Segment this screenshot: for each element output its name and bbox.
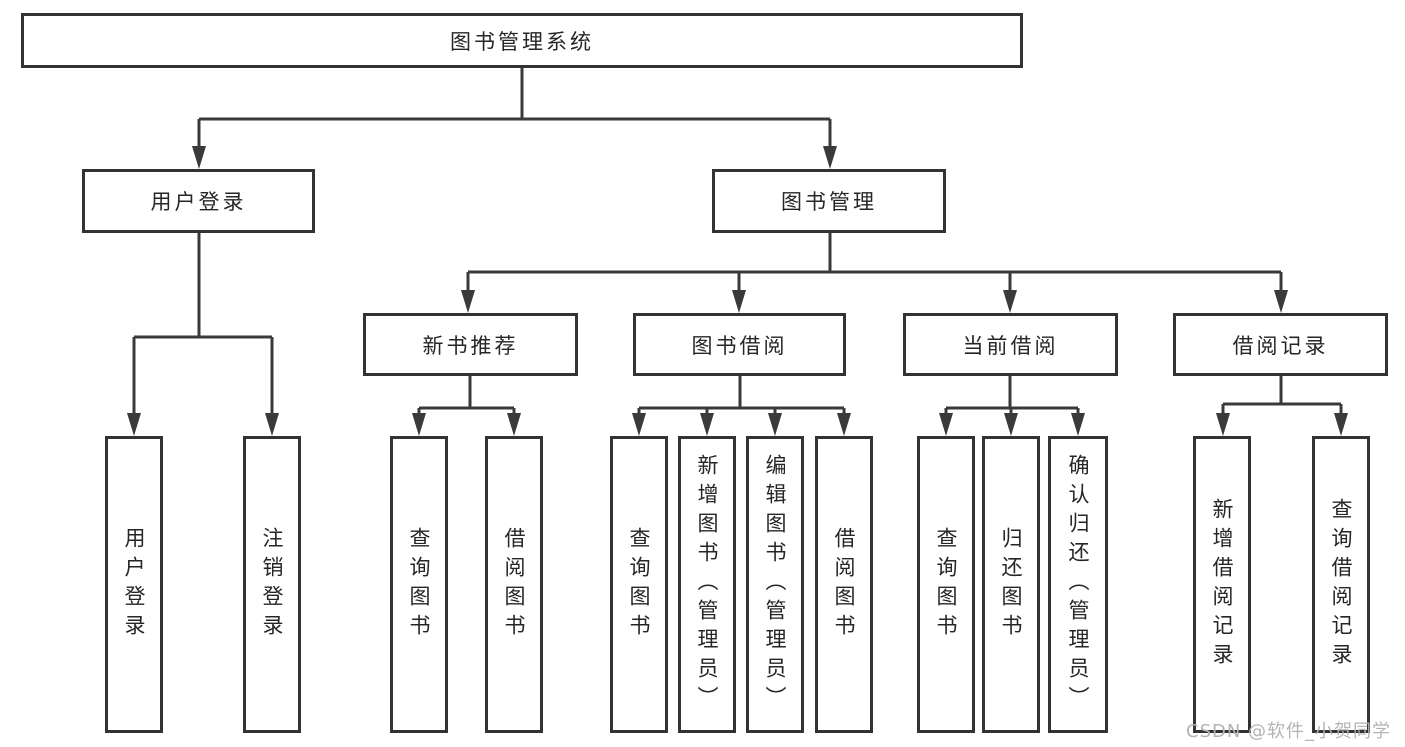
- node-label: 图书管理系统: [450, 29, 594, 54]
- node-label: 当前借阅: [962, 333, 1059, 358]
- node-book-borrow: 图书借阅: [633, 313, 846, 376]
- leaf-label: 用户登录: [122, 526, 146, 643]
- node-label: 用户登录: [150, 190, 247, 214]
- leaf-query-borrow-record: 查询借阅记录: [1312, 436, 1370, 733]
- node-label: 图书管理: [781, 190, 877, 214]
- leaf-confirm-return-admin: 确认归还（管理员）: [1048, 436, 1108, 733]
- leaf-label: 查询图书: [407, 526, 431, 643]
- leaf-query-books-current: 查询图书: [917, 436, 975, 733]
- node-library-management-system: 图书管理系统: [21, 13, 1023, 68]
- leaf-label: 编辑图书（管理员）: [763, 454, 787, 715]
- leaf-label: 查询图书: [627, 526, 651, 643]
- leaf-label: 借阅图书: [832, 526, 856, 643]
- node-label: 借阅记录: [1232, 333, 1329, 358]
- leaf-return-books: 归还图书: [982, 436, 1040, 733]
- leaf-label: 查询图书: [934, 526, 958, 643]
- node-user-login: 用户登录: [82, 169, 315, 233]
- node-current-borrow: 当前借阅: [903, 313, 1118, 376]
- node-label: 图书借阅: [691, 333, 788, 358]
- leaf-label: 新增借阅记录: [1210, 497, 1234, 672]
- leaf-label: 查询借阅记录: [1329, 497, 1353, 672]
- leaf-label: 归还图书: [999, 526, 1023, 643]
- leaf-edit-book-admin: 编辑图书（管理员）: [746, 436, 804, 733]
- leaf-borrow-books-recommend: 借阅图书: [485, 436, 543, 733]
- node-label: 新书推荐: [422, 333, 519, 358]
- csdn-watermark: CSDN @软件_小贺同学: [1186, 721, 1392, 742]
- node-new-book-recommend: 新书推荐: [363, 313, 578, 376]
- leaf-add-book-admin: 新增图书（管理员）: [678, 436, 736, 733]
- leaf-logout: 注销登录: [243, 436, 301, 733]
- arrowheads: [127, 146, 1348, 436]
- leaf-label: 新增图书（管理员）: [695, 454, 719, 715]
- leaf-label: 确认归还（管理员）: [1066, 454, 1090, 715]
- leaf-label: 借阅图书: [502, 526, 526, 643]
- leaf-add-borrow-record: 新增借阅记录: [1193, 436, 1251, 733]
- node-borrow-records: 借阅记录: [1173, 313, 1388, 376]
- leaf-borrow-books: 借阅图书: [815, 436, 873, 733]
- leaf-query-books-borrow: 查询图书: [610, 436, 668, 733]
- leaf-query-books-recommend: 查询图书: [390, 436, 448, 733]
- leaf-user-login: 用户登录: [105, 436, 163, 733]
- leaf-label: 注销登录: [260, 526, 284, 643]
- node-book-management: 图书管理: [712, 169, 946, 233]
